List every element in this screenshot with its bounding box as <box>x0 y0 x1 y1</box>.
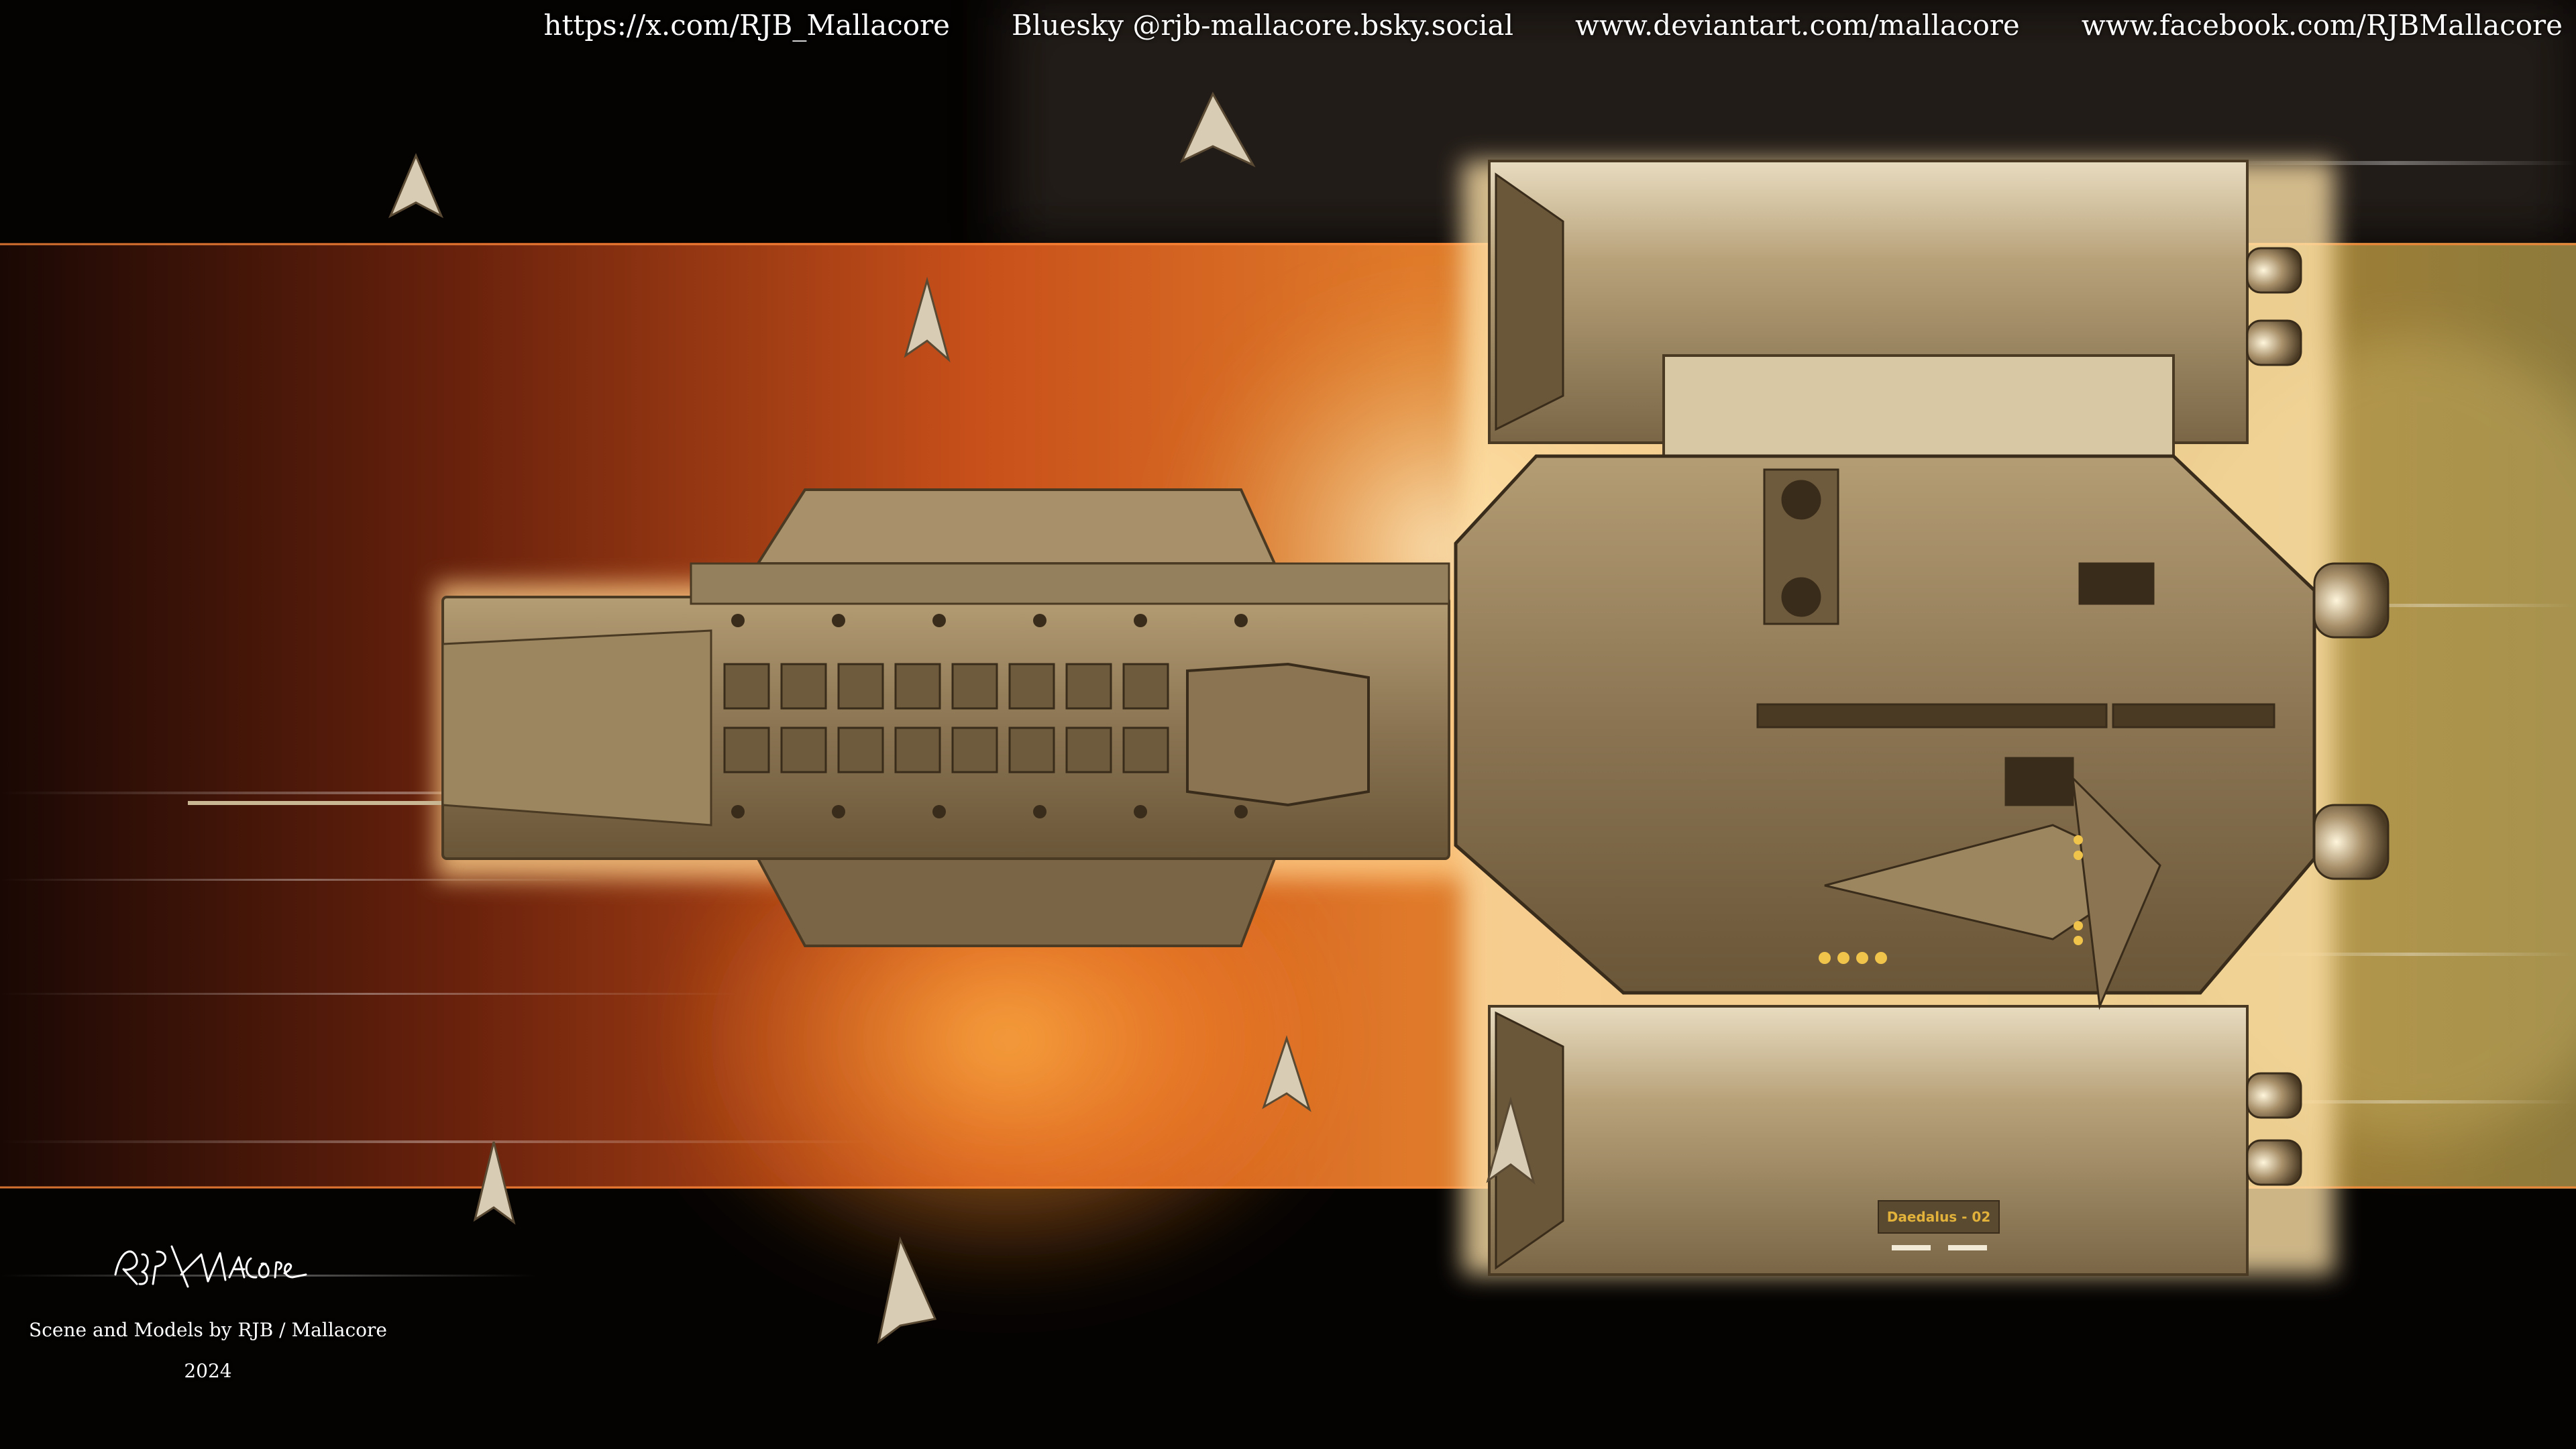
hull-label-plate <box>1878 1200 2000 1234</box>
hull-panel-grid <box>723 663 1169 773</box>
lower-engine-pod <box>1488 1005 2249 1276</box>
delta-wing-fighter-icon <box>473 1141 516 1225</box>
thruster-nozzle-icon <box>2246 247 2302 294</box>
lower-pod-intake <box>1495 1011 1564 1270</box>
deviantart-link[interactable]: www.deviantart.com/mallacore <box>1575 9 2020 42</box>
hull-marker-right <box>1948 1245 1987 1250</box>
artist-signature <box>114 1245 307 1288</box>
forward-bridge-module <box>1186 662 1370 807</box>
bluesky-link[interactable]: Bluesky @rjb-mallacore.bsky.social <box>1012 9 1514 42</box>
artist-credit: Scene and Models by RJB / Mallacore 2024 <box>20 1234 396 1391</box>
forward-nose <box>441 629 712 826</box>
hull-registry-label: Daedalus - 02 <box>1886 1209 1991 1225</box>
thruster-nozzle-icon <box>2246 1072 2302 1119</box>
delta-wing-fighter-icon <box>1262 1035 1311 1112</box>
thruster-nozzle-icon <box>2313 562 2390 639</box>
dorsal-block <box>1662 354 2175 458</box>
thruster-nozzle-icon <box>2313 804 2390 880</box>
delta-wing-fighter-icon <box>1179 91 1256 168</box>
credit-year: 2024 <box>184 1360 232 1382</box>
credit-text: Scene and Models by RJB / Mallacore <box>29 1319 387 1341</box>
status-lights <box>1819 835 2083 964</box>
social-links-bar: https://x.com/RJB_Mallacore Bluesky @rjb… <box>543 5 2563 46</box>
thruster-nozzle-icon <box>2246 1139 2302 1186</box>
upper-pod-intake <box>1495 172 1564 431</box>
dorsal-superstructure <box>755 488 1277 565</box>
thruster-nozzle-icon <box>2246 319 2302 366</box>
twitter-link[interactable]: https://x.com/RJB_Mallacore <box>543 9 951 42</box>
ventral-superstructure <box>755 857 1277 947</box>
upper-deck-plate <box>690 562 1450 605</box>
facebook-link[interactable]: www.facebook.com/RJBMallacore <box>2081 9 2563 42</box>
main-hull-details <box>1756 468 2275 1010</box>
engine-nozzles <box>2246 247 2390 1186</box>
delta-wing-fighter-icon <box>1486 1096 1536 1185</box>
starship-daedalus <box>188 160 2390 1276</box>
delta-wing-fighter-icon <box>388 153 444 219</box>
delta-wing-fighter-icon <box>877 1236 937 1344</box>
hull-marker-left <box>1892 1245 1931 1250</box>
escort-fighters <box>388 91 1536 1344</box>
hull-rivets <box>731 614 1248 818</box>
delta-wing-fighter-icon <box>904 276 951 363</box>
